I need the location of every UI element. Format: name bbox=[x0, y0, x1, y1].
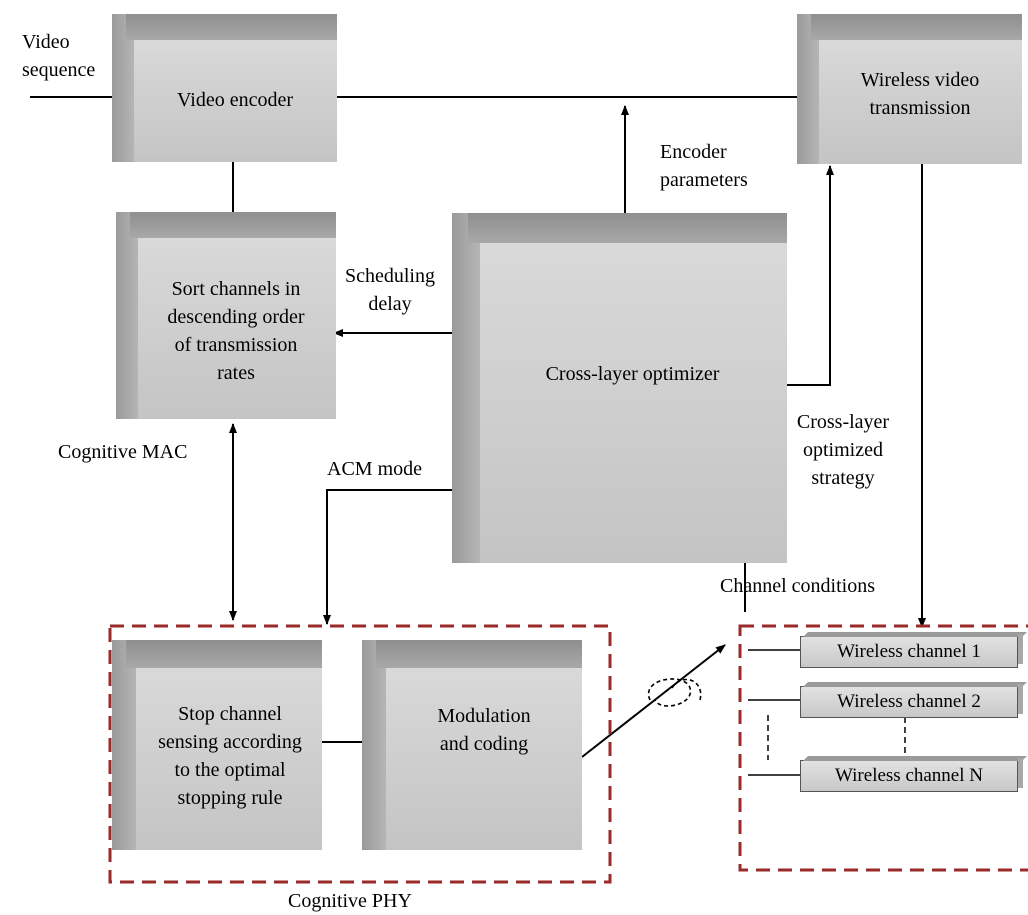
wireless-transmission-label: Wireless video transmission bbox=[860, 69, 980, 119]
cognitive-phy-label: Cognitive PHY bbox=[288, 890, 412, 912]
stop-sensing-label: Stop channel sensing according to the op… bbox=[158, 703, 302, 809]
cognitive-phy-frame bbox=[108, 624, 612, 884]
channel-conditions-label: Channel conditions bbox=[720, 575, 875, 597]
cross-layer-optimizer-box bbox=[452, 213, 787, 563]
sort-channels-box bbox=[116, 212, 336, 419]
cross-layer-strategy-label: Cross-layer optimized strategy bbox=[796, 411, 890, 489]
wireless-channel-n: Wireless channel N bbox=[800, 758, 1023, 792]
video-sequence-label: Video sequence bbox=[22, 31, 96, 81]
scheduling-delay-label: Scheduling delay bbox=[345, 265, 435, 315]
video-encoder-box bbox=[112, 14, 337, 162]
acm-mode-arrow bbox=[323, 486, 469, 625]
encoder-parameters-label: Encoder parameters bbox=[660, 141, 748, 191]
sort-channels-label: Sort channels in descending order of tra… bbox=[167, 278, 305, 384]
video-encoder-label: Video encoder bbox=[177, 89, 293, 111]
modulation-to-channel-arrow bbox=[581, 644, 726, 758]
wireless-channel-2: Wireless channel 2 bbox=[800, 684, 1023, 718]
stop-sensing-box bbox=[112, 640, 322, 850]
cross-layer-optimizer-label: Cross-layer optimizer bbox=[545, 363, 720, 385]
channels-frame bbox=[738, 624, 1028, 872]
modulation-coding-box bbox=[362, 640, 582, 850]
wireless-transmission-box bbox=[797, 14, 1022, 164]
cognitive-mac-label: Cognitive MAC bbox=[58, 441, 188, 463]
wireless-channel-1: Wireless channel 1 bbox=[800, 634, 1023, 668]
acm-mode-label: ACM mode bbox=[327, 458, 422, 480]
antenna-swirl bbox=[647, 678, 702, 707]
modulation-coding-label: Modulation and coding bbox=[437, 705, 531, 755]
strategy-arrow bbox=[785, 165, 834, 386]
